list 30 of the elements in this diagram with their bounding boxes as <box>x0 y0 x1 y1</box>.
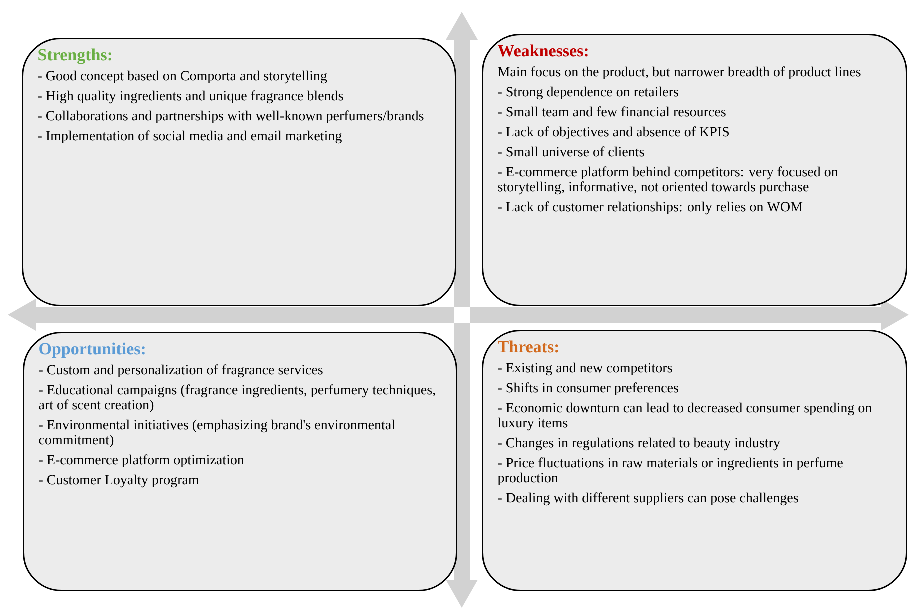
box-heading: Threats: <box>498 340 558 353</box>
list-item: Main focus on the product, but narrower breadth of product lines <box>498 66 861 80</box>
list-item: - Good concept based on Comporta and storytelling <box>38 70 328 84</box>
list-item: - Customer Loyalty program <box>39 474 200 488</box>
quadrant-box <box>22 38 456 306</box>
list-item: - E-commerce platform optimization <box>39 454 244 468</box>
list-item: - Price fluctuations in raw materials or ingredients in perfume production <box>498 458 843 486</box>
list-item: - High quality ingredients and unique fragrance blends <box>38 90 344 104</box>
list-item: - Economic downturn can lead to decreased consumer spending on luxury items <box>498 402 872 431</box>
list-item: - Educational campaigns (fragrance ingredients, perfumery techniques, art of scent creation) <box>39 384 436 413</box>
list-item: - Lack of objectives and absence of KPIS <box>498 126 729 140</box>
list-item: - Collaborations and partnerships with well-known perfumers/brands <box>38 110 424 124</box>
list-item: - Implementation of social media and email marketing <box>38 130 342 144</box>
quadrant-box <box>23 332 458 592</box>
list-item: - Dealing with different suppliers can pose challenges <box>498 492 798 506</box>
list-item: - Existing and new competitors <box>498 362 672 376</box>
list-item: - Strong dependence on retailers <box>498 86 678 100</box>
list-item: - Custom and personalization of fragrance services <box>39 364 323 378</box>
list-item: - Changes in regulations related to beauty industry <box>498 438 780 451</box>
box-heading: Strengths: <box>38 48 112 64</box>
list-item: - Environmental initiatives (emphasizing brand's environmental commitment) <box>39 420 396 448</box>
box-heading: Opportunities: <box>40 342 145 358</box>
list-item: - Lack of customer relationships: only relies on WOM <box>498 202 803 215</box>
list-item: - Small universe of clients <box>498 146 644 157</box>
list-item: - E-commerce platform behind competitors: very focused on storytelling, informative, not oriented towards purchase <box>498 166 838 195</box>
quadrant-box <box>482 34 908 306</box>
list-item: - Shifts in consumer preferences <box>498 382 678 396</box>
quadrant-box <box>482 330 908 592</box>
box-heading: Weaknesses: <box>498 44 588 57</box>
list-item: - Small team and few financial resources <box>498 106 726 117</box>
